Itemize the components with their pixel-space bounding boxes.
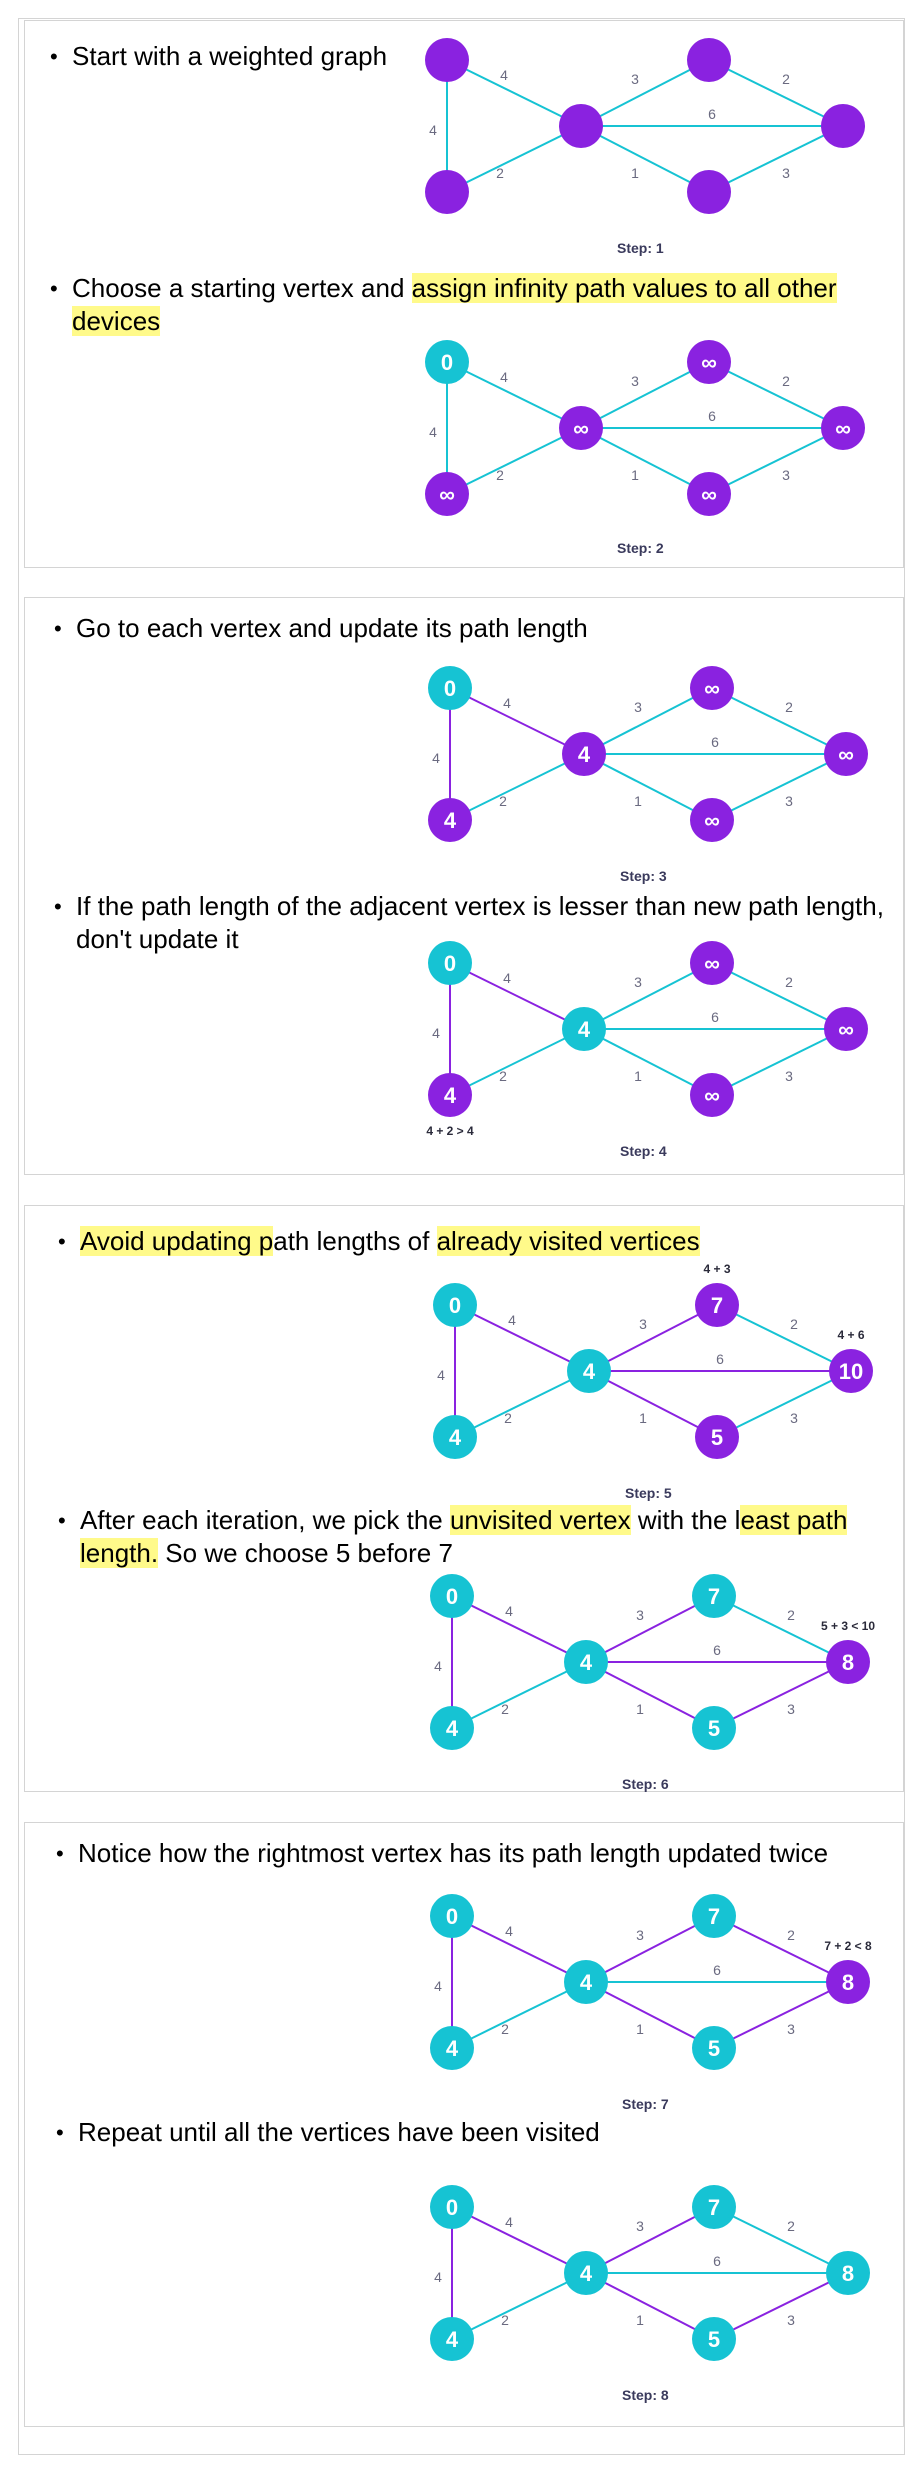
instruction-text-segment: Start with a weighted graph — [72, 41, 388, 71]
highlighted-text: Avoid updating p — [80, 1226, 274, 1256]
step-instruction-text: Choose a starting vertex and assign infi… — [72, 273, 837, 336]
instruction-text-segment: ath lengths of — [273, 1226, 437, 1256]
bullet-marker: • — [58, 1229, 66, 1254]
slide-panel — [24, 597, 904, 1175]
bullet-marker: • — [50, 276, 58, 301]
page-frame — [18, 18, 905, 2455]
step-label: Step: 7 — [622, 2096, 669, 2112]
instruction-text-segment: Choose a starting vertex and — [72, 273, 412, 303]
step-instruction-text: After each iteration, we pick the unvisi… — [80, 1505, 848, 1568]
highlighted-text: unvisited vertex — [449, 1505, 631, 1535]
step-label: Step: 4 — [620, 1143, 667, 1159]
step-instruction-text: Go to each vertex and update its path le… — [76, 613, 588, 643]
step-instruction: • Notice how the rightmost vertex has its… — [56, 1837, 923, 1870]
bullet-marker: • — [50, 44, 58, 69]
instruction-text-segment: Go to each vertex and update its path le… — [76, 613, 588, 643]
step-instruction: • Choose a starting vertex and assign inf… — [50, 272, 912, 338]
slide-panel — [24, 1822, 904, 2427]
instruction-text-segment: Repeat until all the vertices have been … — [78, 2117, 600, 2147]
step-instruction-text: If the path length of the adjacent verte… — [76, 891, 884, 954]
slide-panel — [24, 20, 904, 568]
bullet-marker: • — [56, 1841, 64, 1866]
step-instruction: • After each iteration, we pick the unvis… — [58, 1504, 900, 1570]
instruction-text-segment: with the l — [630, 1505, 741, 1535]
step-instruction: • If the path length of the adjacent vert… — [54, 890, 916, 956]
instruction-text-segment: Notice how the rightmost vertex has its … — [78, 1838, 829, 1868]
step-label: Step: 1 — [617, 240, 664, 256]
step-instruction-text: Notice how the rightmost vertex has its … — [78, 1838, 828, 1868]
step-instruction: • Avoid updating path lengths of already … — [58, 1225, 920, 1258]
step-instruction: • Repeat until all the vertices have been… — [56, 2116, 923, 2149]
instruction-text-segment: If the path length of the adjacent verte… — [76, 891, 884, 954]
step-label: Step: 2 — [617, 540, 664, 556]
instruction-text-segment: So we choose 5 before 7 — [158, 1538, 453, 1568]
step-instruction: • Start with a weighted graph — [50, 40, 432, 73]
step-label: Step: 5 — [625, 1485, 672, 1501]
step-label: Step: 8 — [622, 2387, 669, 2403]
step-label: Step: 6 — [622, 1776, 669, 1792]
slide-panel — [24, 1205, 904, 1792]
highlighted-text: already visited vertices — [436, 1226, 700, 1256]
bullet-marker: • — [56, 2120, 64, 2145]
bullet-marker: • — [54, 894, 62, 919]
step-instruction: • Go to each vertex and update its path l… — [54, 612, 916, 645]
step-instruction-text: Avoid updating path lengths of already v… — [80, 1226, 700, 1256]
step-instruction-text: Start with a weighted graph — [72, 41, 387, 71]
step-instruction-text: Repeat until all the vertices have been … — [78, 2117, 600, 2147]
instruction-text-segment: After each iteration, we pick the — [80, 1505, 450, 1535]
bullet-marker: • — [58, 1508, 66, 1533]
bullet-marker: • — [54, 616, 62, 641]
step-label: Step: 3 — [620, 868, 667, 884]
